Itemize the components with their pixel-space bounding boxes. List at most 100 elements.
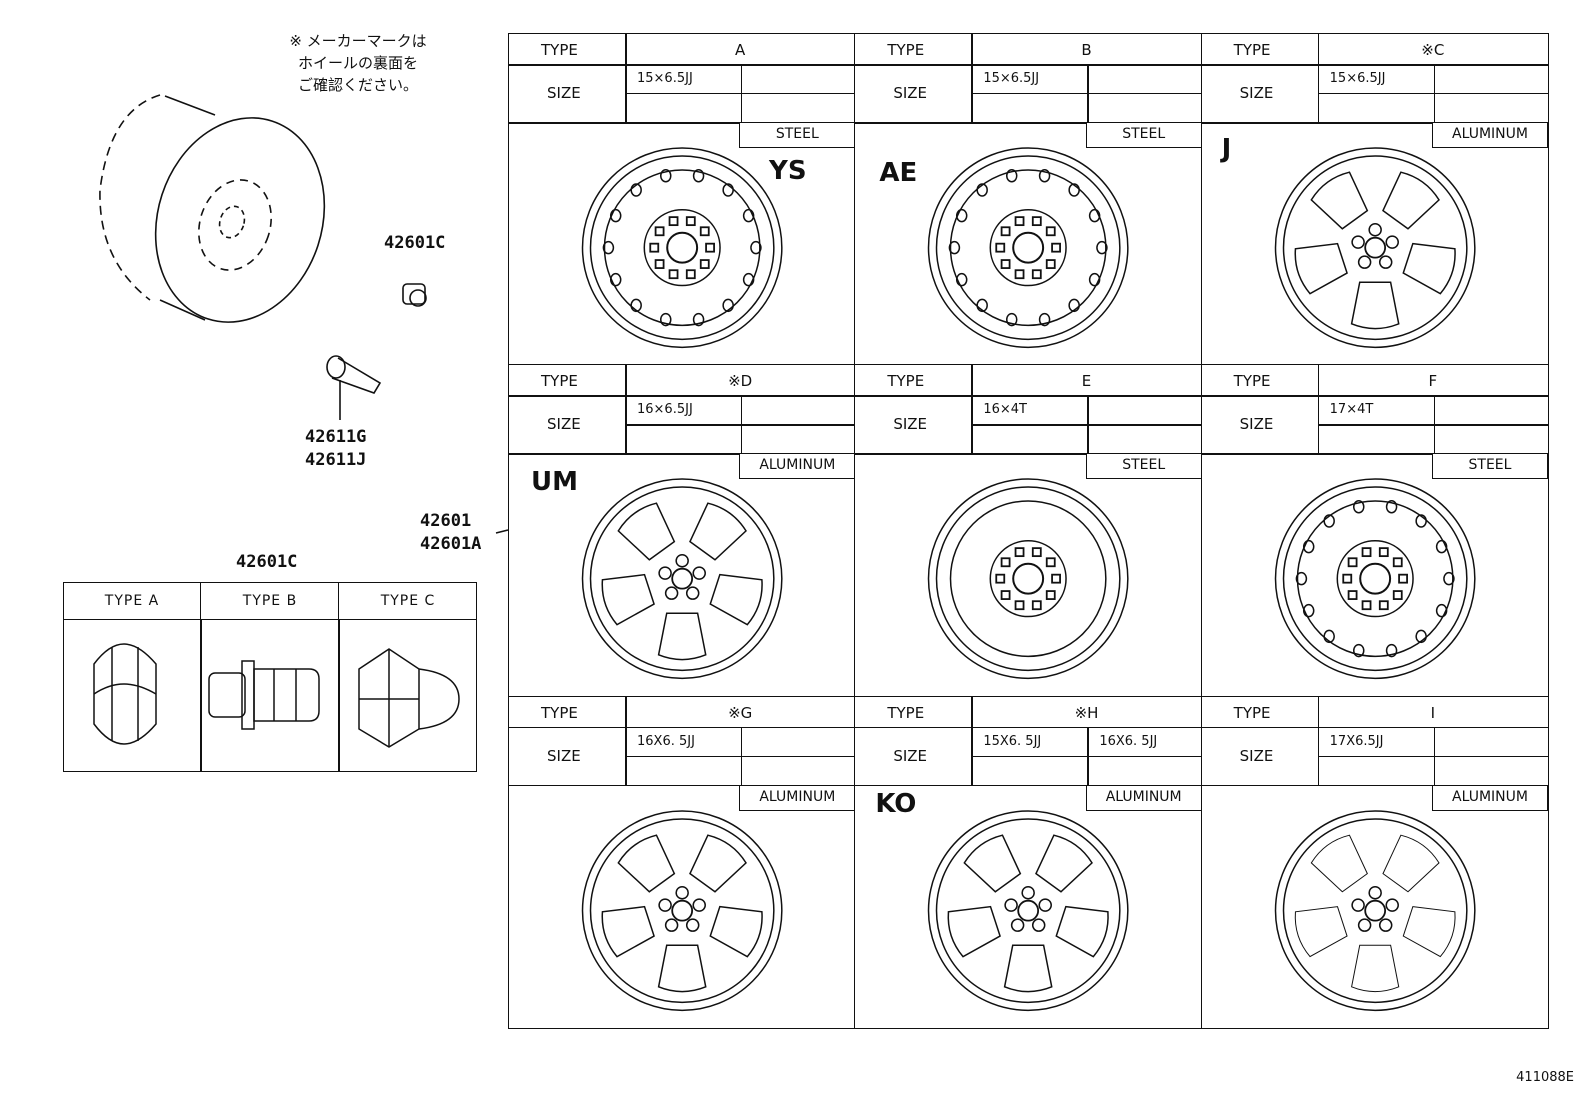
type-label: TYPE	[887, 703, 925, 722]
wheel-type-value: ※G	[728, 703, 753, 722]
wheel-size-value: 15×6.5JJ	[637, 71, 693, 86]
nut-type-b-header: TYPE B	[200, 583, 339, 620]
left-parts-illustration	[99, 94, 509, 560]
wheel-size-value: 15×6.5JJ	[1329, 71, 1386, 86]
type-label: TYPE	[541, 41, 578, 59]
wheel-material-badge: ALUMINUM	[1431, 122, 1548, 148]
rim-inner	[1282, 155, 1468, 341]
rim-outer	[1274, 809, 1476, 1011]
wheel-drawing	[928, 147, 1129, 349]
size-label: SIZE	[547, 415, 581, 434]
wheel-material-badge: ALUMINUM	[1085, 784, 1202, 811]
wheel-drawing	[1274, 809, 1476, 1011]
wheel-type-value: ※C	[1421, 41, 1445, 59]
type-label: TYPE	[541, 703, 578, 722]
nut-type-b-icon	[208, 660, 320, 730]
note-line: ご確認ください。	[297, 76, 418, 94]
wheel-drawing	[581, 809, 783, 1011]
maker-mark-label: KO	[875, 788, 917, 819]
maker-mark-label: J	[1221, 134, 1232, 164]
part-number-nut-table[interactable]: 42601C	[236, 552, 298, 572]
wheel-size-value-2: 16X6. 5JJ	[1099, 733, 1158, 749]
size-label: SIZE	[893, 746, 928, 765]
size-label: SIZE	[547, 746, 581, 765]
wheel-size-value: 17×4T	[1329, 402, 1374, 418]
diagram-code: 411088E	[1516, 1070, 1574, 1085]
rim-inner	[936, 155, 1121, 341]
wheel-cell: TYPE ※H SIZE 15X6. 5JJ 16X6. 5JJ ALUMINUM KO	[855, 696, 1202, 1028]
size-label: SIZE	[893, 415, 928, 434]
wheel-size-value: 15X6. 5JJ	[983, 733, 1042, 749]
size-label: SIZE	[893, 84, 928, 102]
wheel-material-badge: ALUMINUM	[739, 453, 856, 480]
rim-outer	[581, 147, 783, 349]
wheel-type-value: F	[1428, 372, 1438, 391]
size-label: SIZE	[1239, 84, 1274, 102]
wheel-cell: TYPE ※G SIZE 16X6. 5JJ ALUMINUM	[509, 696, 856, 1028]
wheel-type-grid: TYPE A SIZE 15×6.5JJ STEEL YS TYPE B SIZE 15×6.5J…	[508, 33, 1549, 1029]
rim-outer	[1274, 478, 1476, 680]
part-number-42601C[interactable]: 42601C	[384, 233, 446, 253]
type-label: TYPE	[887, 41, 925, 59]
rim-inner	[936, 486, 1121, 672]
wheel-size-value: 15×6.5JJ	[983, 71, 1040, 86]
wheel-drawing	[928, 809, 1129, 1011]
rim-inner	[1282, 486, 1468, 672]
wheel-type-value: B	[1081, 41, 1092, 59]
wheel-cell: TYPE ※C SIZE 15×6.5JJ ALUMINUM J	[1201, 34, 1548, 366]
wheel-size-value: 17X6.5JJ	[1329, 733, 1384, 749]
rim-outer	[928, 809, 1129, 1011]
rim-outer	[1274, 147, 1476, 349]
nut-drawings	[93, 643, 460, 748]
wheel-type-value: I	[1430, 703, 1436, 722]
nut-type-table: TYPE A TYPE B TYPE C	[63, 582, 477, 772]
note-line: ホイールの裏面を	[297, 54, 418, 72]
type-label: TYPE	[541, 372, 578, 391]
wheel-material-badge: STEEL	[1085, 122, 1202, 148]
wheel-size-value: 16X6. 5JJ	[637, 733, 695, 749]
nut-type-a-icon	[93, 643, 157, 745]
wheel-material-badge: STEEL	[739, 122, 856, 148]
nut-type-c-header: TYPE C	[338, 583, 477, 620]
wheel-material-badge: ALUMINUM	[739, 784, 856, 811]
size-label: SIZE	[1239, 746, 1274, 765]
size-label: SIZE	[1239, 415, 1274, 434]
part-number-42601[interactable]: 42601	[420, 511, 472, 531]
wheel-material-badge: STEEL	[1431, 453, 1548, 480]
rim-inner	[589, 817, 775, 1003]
nut-type-c-icon	[358, 648, 460, 748]
rim-outer	[581, 809, 783, 1011]
type-label: TYPE	[887, 372, 925, 391]
wheel-drawing	[581, 478, 783, 680]
rim-inner	[936, 817, 1121, 1003]
maker-mark-label: YS	[769, 156, 807, 186]
part-number-42611G[interactable]: 42611G	[305, 427, 367, 447]
part-number-42601A[interactable]: 42601A	[420, 534, 482, 554]
wheel-drawing	[1274, 478, 1476, 680]
type-label: TYPE	[1233, 41, 1271, 59]
type-label: TYPE	[1233, 372, 1271, 391]
type-label: TYPE	[1233, 703, 1271, 722]
note-line: ※ メーカーマークは	[289, 32, 427, 50]
wheel-type-value: ※H	[1074, 703, 1099, 722]
nut-type-a-header: TYPE A	[64, 583, 200, 620]
rim-outer	[928, 147, 1129, 349]
part-number-42611J[interactable]: 42611J	[305, 450, 367, 470]
maker-mark-note: ※ メーカーマークは ホイールの裏面を ご確認ください。	[258, 30, 458, 96]
rim-inner	[589, 486, 775, 672]
wheel-type-value: A	[735, 41, 746, 59]
wheel-material-badge: STEEL	[1085, 453, 1202, 480]
valve-stem-sketch	[326, 355, 382, 420]
rim-outer	[928, 478, 1129, 680]
rim-inner	[1282, 817, 1468, 1003]
wheel-cell: TYPE B SIZE 15×6.5JJ STEEL AE	[855, 34, 1202, 366]
rim-inner	[589, 155, 775, 341]
maker-mark-label: AE	[879, 158, 918, 188]
wheel-type-value: E	[1081, 372, 1092, 391]
wheel-sketch	[99, 94, 326, 323]
size-label: SIZE	[547, 84, 581, 102]
wheel-type-value: ※D	[728, 372, 753, 391]
